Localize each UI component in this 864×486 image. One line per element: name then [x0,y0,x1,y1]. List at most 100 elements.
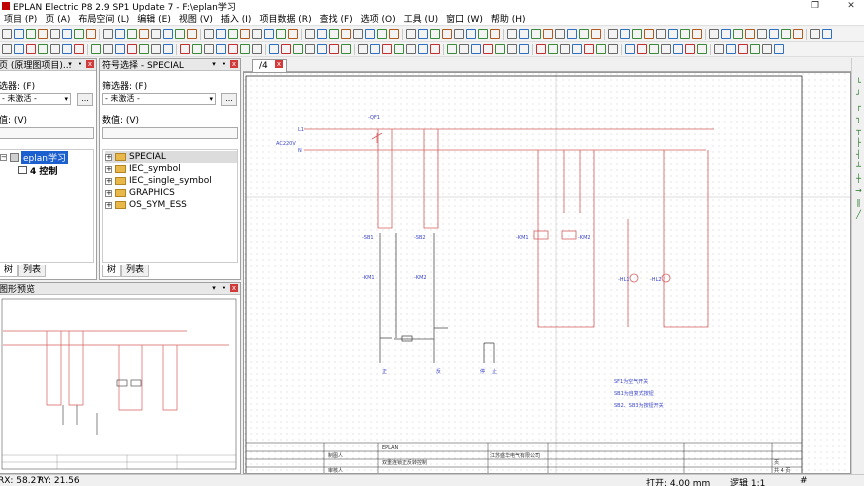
toolbar-tool-icon[interactable] [418,44,428,54]
toolbar-tool-icon[interactable] [62,29,72,39]
toolbar-tool-icon[interactable] [637,44,647,54]
jumper-icon[interactable]: ∥ [856,198,861,207]
tree-item-page[interactable]: 4 控制 [18,164,57,177]
toolbar-tool-icon[interactable] [216,29,226,39]
symbol-value-input[interactable] [102,127,238,139]
toolbar-tool-icon[interactable] [139,44,149,54]
toolbar-tool-icon[interactable] [163,29,173,39]
schematic-drawing[interactable]: -QF1 L1 N AC220V -SB1 -SB2 -KM1 -KM2 -KM… [244,73,851,474]
toolbar-tool-icon[interactable] [26,44,36,54]
toolbar-tool-icon[interactable] [50,44,60,54]
restore-icon[interactable]: ❐ [810,1,820,11]
menu-layout-space[interactable]: 布局空间 (L) [78,15,130,25]
toolbar-tool-icon[interactable] [175,29,185,39]
toolbar-tool-icon[interactable] [74,29,84,39]
toolbar-tool-icon[interactable] [115,44,125,54]
tab-list[interactable]: 列表 [18,265,47,277]
toolbar-tool-icon[interactable] [483,44,493,54]
toolbar-tool-icon[interactable] [560,44,570,54]
connection-angle-icon[interactable]: ┐ [856,114,861,123]
toolbar-tool-icon[interactable] [692,29,702,39]
toolbar-tool-icon[interactable] [762,44,772,54]
tree-item-project[interactable]: − eplan学习 [0,150,68,164]
expand-icon[interactable]: + [105,152,112,161]
menu-view[interactable]: 视图 (V) [178,15,213,25]
tree-item-os-sym-ess[interactable]: +OS_SYM_ESS [105,199,187,211]
toolbar-tool-icon[interactable] [572,44,582,54]
toolbar-tool-icon[interactable] [745,29,755,39]
toolbar-tool-icon[interactable] [507,44,517,54]
close-icon[interactable]: x [86,60,94,68]
toolbar-tool-icon[interactable] [281,44,291,54]
toolbar-tool-icon[interactable] [317,44,327,54]
toolbar-tool-icon[interactable] [596,44,606,54]
toolbar-tool-icon[interactable] [406,29,416,39]
toolbar-tool-icon[interactable] [329,29,339,39]
tree-item-iec-symbol[interactable]: +IEC_symbol [105,163,181,175]
toolbar-tool-icon[interactable] [341,44,351,54]
toolbar-tool-icon[interactable] [269,44,279,54]
toolbar-tool-icon[interactable] [430,29,440,39]
toolbar-tool-icon[interactable] [228,29,238,39]
expand-icon[interactable]: + [105,188,112,197]
toolbar-tool-icon[interactable] [471,44,481,54]
toolbar-tool-icon[interactable] [668,29,678,39]
toolbar-tool-icon[interactable] [543,29,553,39]
toolbar-tool-icon[interactable] [180,44,190,54]
toolbar-tool-icon[interactable] [127,29,137,39]
toolbar-tool-icon[interactable] [187,29,197,39]
toolbar-tool-icon[interactable] [447,44,457,54]
toolbar-tool-icon[interactable] [264,29,274,39]
toolbar-tool-icon[interactable] [478,29,488,39]
expand-icon[interactable]: + [105,164,112,173]
menu-help[interactable]: 帮助 (H) [490,15,526,25]
toolbar-tool-icon[interactable] [163,44,173,54]
toolbar-tool-icon[interactable] [507,29,517,39]
toolbar-tool-icon[interactable] [358,44,368,54]
toolbar-tool-icon[interactable] [644,29,654,39]
interruption-icon[interactable]: → [855,186,862,195]
toolbar-tool-icon[interactable] [74,44,84,54]
menu-find[interactable]: 查找 (F) [319,15,353,25]
toolbar-tool-icon[interactable] [750,44,760,54]
toolbar-tool-icon[interactable] [781,29,791,39]
toolbar-tool-icon[interactable] [519,29,529,39]
toolbar-tool-icon[interactable] [14,29,24,39]
menu-window[interactable]: 窗口 (W) [446,15,483,25]
toolbar-tool-icon[interactable] [442,29,452,39]
tree-item-iec-single-symbol[interactable]: +IEC_single_symbol [105,175,212,187]
toolbar-tool-icon[interactable] [757,29,767,39]
toolbar-tool-icon[interactable] [519,44,529,54]
toolbar-tool-icon[interactable] [721,29,731,39]
close-icon[interactable]: x [275,60,283,68]
panel-dropdown-icon[interactable]: ▾ [212,284,216,292]
toolbar-tool-icon[interactable] [86,29,96,39]
toolbar-tool-icon[interactable] [341,29,351,39]
cross-node-icon[interactable]: ┼ [856,174,861,183]
toolbar-tool-icon[interactable] [365,29,375,39]
toolbar-tool-icon[interactable] [685,44,695,54]
toolbar-tool-icon[interactable] [293,44,303,54]
t-node-icon[interactable]: ┤ [856,150,861,159]
toolbar-tool-icon[interactable] [709,29,719,39]
toolbar-tool-icon[interactable] [103,29,113,39]
panel-dropdown-icon[interactable]: ▾ [68,60,72,68]
toolbar-tool-icon[interactable] [656,29,666,39]
toolbar-tool-icon[interactable] [495,44,505,54]
toolbar-tool-icon[interactable] [697,44,707,54]
toolbar-tool-icon[interactable] [151,44,161,54]
toolbar-tool-icon[interactable] [288,29,298,39]
toolbar-tool-icon[interactable] [673,44,683,54]
toolbar-tool-icon[interactable] [127,44,137,54]
toolbar-tool-icon[interactable] [204,44,214,54]
toolbar-tool-icon[interactable] [139,29,149,39]
symbol-filter-more-button[interactable]: ... [221,93,237,106]
filter-more-button[interactable]: ... [77,93,93,106]
toolbar-tool-icon[interactable] [38,44,48,54]
connection-angle-icon[interactable]: └ [856,78,861,87]
toolbar-tool-icon[interactable] [418,29,428,39]
toolbar-tool-icon[interactable] [608,29,618,39]
toolbar-tool-icon[interactable] [276,29,286,39]
toolbar-tool-icon[interactable] [579,29,589,39]
menu-project[interactable]: 项目 (P) [4,15,38,25]
